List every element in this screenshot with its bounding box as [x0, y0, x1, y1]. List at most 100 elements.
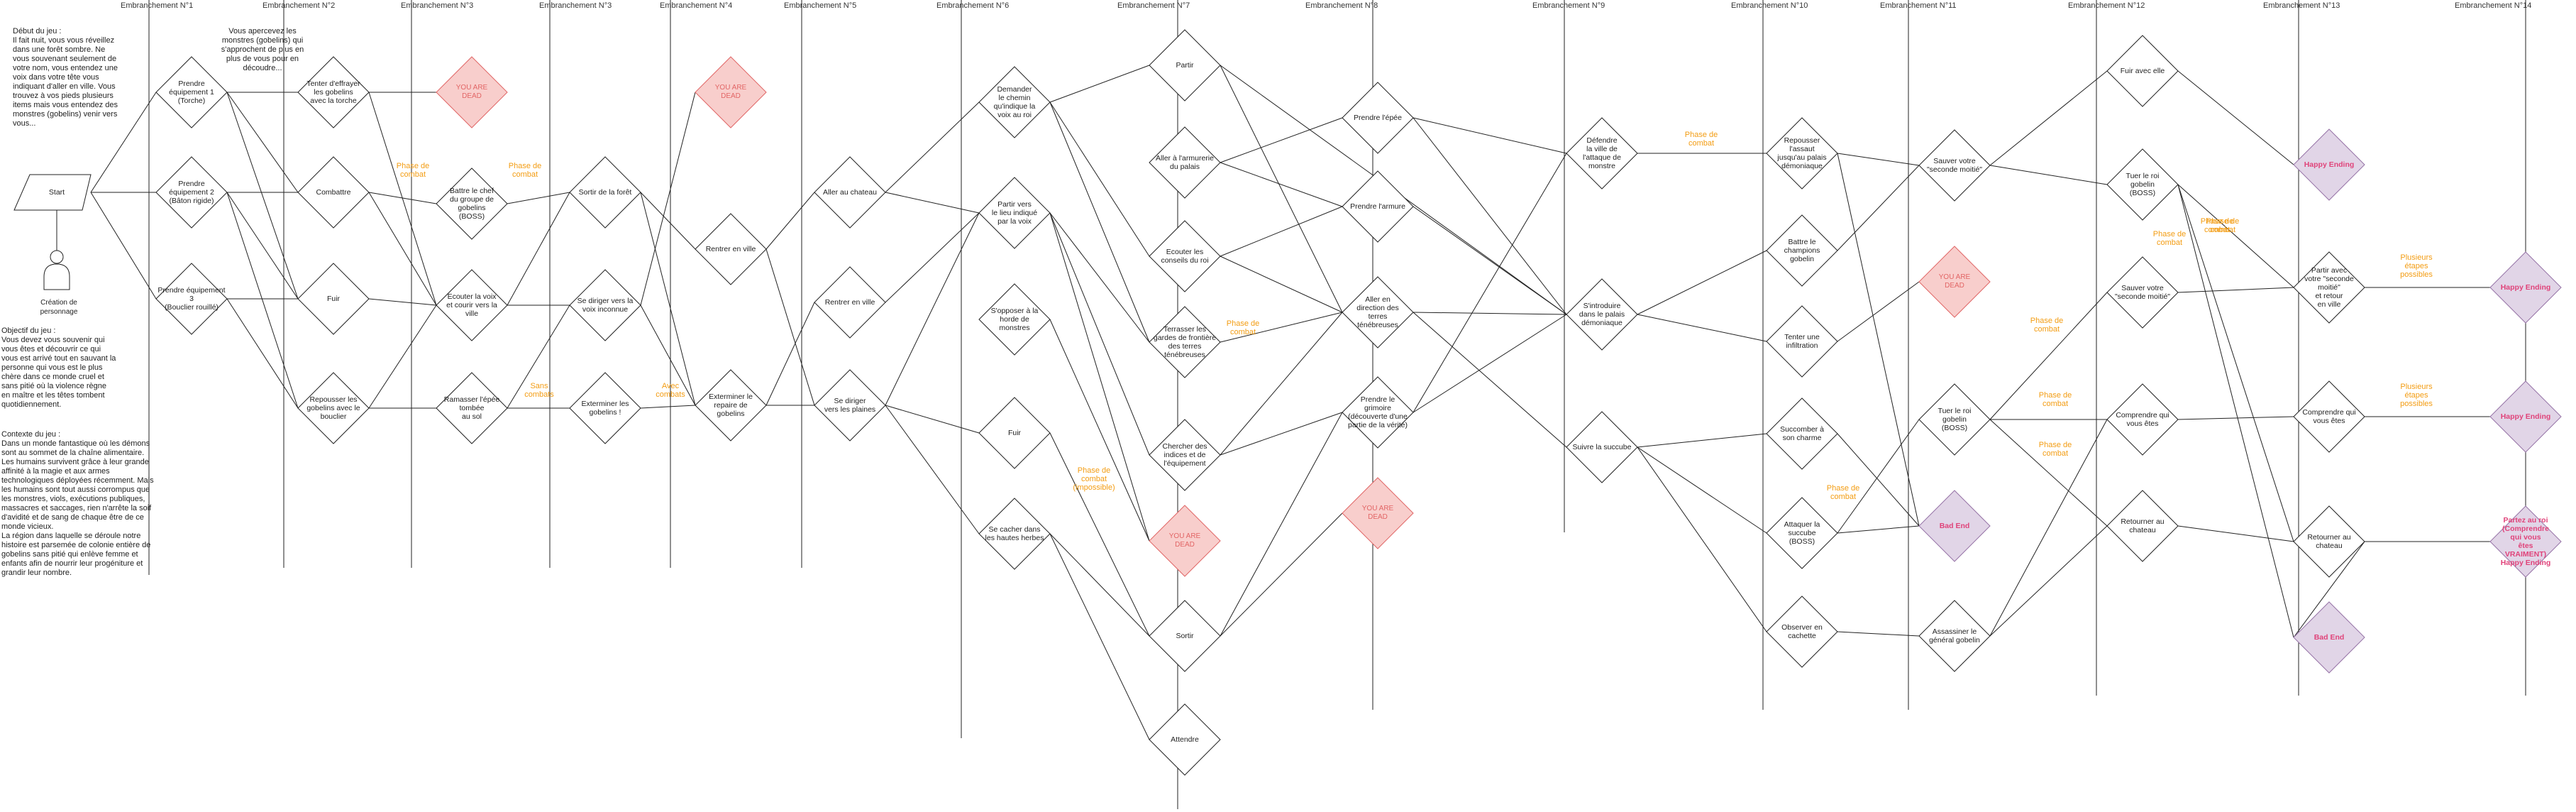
decision-node: [978, 498, 1051, 570]
edge-line: [1220, 412, 1343, 637]
node-label: Happy Ending: [2500, 412, 2551, 421]
node-label: Se cacher dans les hautes herbes: [985, 525, 1044, 542]
decision-node: [1766, 397, 1838, 470]
edge-line: [1049, 65, 1150, 103]
objective-note: Objectif du jeu : Vous devez vous souven…: [1, 327, 116, 409]
node-label: Prendre équipement 2 (Bâton rigide): [169, 180, 214, 205]
node-label: Exterminer le repaire de gobelins: [709, 393, 753, 418]
decision-node: [1766, 305, 1838, 378]
node-label: S'introduire dans le palais démoniaque: [1579, 302, 1625, 327]
edge-annotation: Phase de combat: [2030, 317, 2064, 334]
edge-line: [1837, 433, 1920, 527]
node-label: Attendre: [1171, 735, 1199, 744]
edge-line: [368, 298, 437, 306]
dead-node: [1342, 477, 1414, 549]
column-header: Embranchement N°2: [262, 1, 336, 10]
decision-node: [1149, 703, 1221, 776]
edge-line: [885, 405, 980, 534]
decision-node: [1566, 411, 1638, 483]
node-label: Battre le champions gobelin: [1784, 238, 1820, 263]
decision-node: [814, 266, 886, 339]
edge-annotation: Phase de combat: [2152, 230, 2187, 247]
edge-line: [2177, 184, 2294, 542]
node-label: Comprendre qui vous êtes: [2116, 411, 2169, 428]
edge-line: [507, 304, 570, 409]
decision-node: [2293, 380, 2365, 453]
edge-line: [2177, 525, 2294, 542]
decision-node: [297, 372, 370, 444]
decision-node: [2106, 256, 2179, 329]
edge-line: [2293, 541, 2365, 638]
node-label: Fuir: [1007, 429, 1022, 437]
edge-line: [1837, 281, 1920, 342]
decision-node: [695, 369, 767, 441]
edge-annotation: Phase de combat: [2200, 217, 2234, 234]
decision-node: [436, 269, 508, 341]
edge-line: [1413, 117, 1567, 154]
decision-node: [2106, 383, 2179, 456]
node-label: Fuir: [326, 295, 341, 303]
edge-line: [368, 304, 437, 409]
node-label: Terrasser les gardes de frontière des te…: [1153, 325, 1217, 359]
node-label: Succomber à son charme: [1780, 425, 1824, 442]
node-label: Tuer le roi gobelin (BOSS): [1937, 407, 1972, 432]
edge-annotation: Sans combats: [524, 382, 554, 399]
ending-node: [1918, 490, 1991, 562]
node-label: Aller au chateau: [823, 188, 877, 197]
node-label: Tenter une infiltration: [1784, 333, 1820, 350]
decision-node: [1566, 278, 1638, 351]
decision-node: [2106, 490, 2179, 562]
node-label: Tuer le roi gobelin (BOSS): [2126, 172, 2160, 197]
node-label: Prendre le grimoire (découverte d'une pa…: [1347, 395, 1408, 429]
nodes: [13, 29, 2562, 776]
edge-line: [1220, 312, 1343, 343]
node-label: Prendre équipement 1 (Torche): [169, 79, 214, 105]
edge-line: [1220, 162, 1343, 207]
dead-node: [1149, 505, 1221, 577]
edge-line: [226, 298, 299, 409]
decision-node: [1918, 129, 1991, 202]
decision-node: [297, 156, 370, 229]
edge-annotation: Phase de combat (impossible): [1073, 466, 1115, 492]
node-label: Se diriger vers les plaines: [824, 397, 876, 414]
edge-annotation: Phase de combat: [1226, 319, 1260, 336]
edge-line: [640, 92, 696, 306]
edge-line: [1837, 165, 1920, 251]
ending-node: [2293, 601, 2365, 674]
edge-line: [1049, 212, 1150, 456]
edge-line: [1220, 65, 1343, 313]
edge-line: [885, 102, 980, 193]
node-label: Retourner au chateau: [2121, 517, 2165, 534]
node-label: Repousser les gobelins avec le bouclier: [306, 395, 360, 421]
column-header: Embranchement N°14: [2455, 1, 2532, 10]
decision-node: [1149, 126, 1221, 199]
edge-annotation: Phase de combat: [2038, 441, 2072, 458]
edge-line: [90, 192, 157, 300]
edge-line: [226, 192, 299, 300]
node-label: Sauver votre "seconde moitié": [1926, 157, 1983, 174]
decision-node: [1766, 497, 1838, 569]
node-label: Sortir: [1176, 632, 1194, 640]
decision-node: [1149, 220, 1221, 292]
column-lanes: [148, 0, 2526, 809]
decision-node: [978, 66, 1051, 138]
edge-line: [1049, 212, 1150, 542]
edge-line: [1989, 70, 2108, 166]
node-label: Rentrer en ville: [705, 245, 756, 253]
node-label: Rentrer en ville: [824, 298, 875, 307]
decision-node: [1149, 600, 1221, 672]
edge-line: [885, 192, 980, 214]
decision-node: [1566, 117, 1638, 190]
edge-line: [2177, 184, 2294, 288]
node-label: YOU ARE DEAD: [1168, 532, 1201, 549]
decision-node: [155, 56, 228, 128]
node-label: Combattre: [316, 188, 351, 197]
node-label: Comprendre qui vous êtes: [2302, 408, 2356, 425]
decision-node: [978, 397, 1051, 469]
node-label: Happy Ending: [2500, 283, 2551, 292]
node-label: Attaquer la succube (BOSS): [1784, 520, 1820, 546]
edge-line: [368, 192, 437, 204]
column-header: Embranchement N°11: [1880, 1, 1957, 10]
column-header: Embranchement N°3: [401, 1, 474, 10]
